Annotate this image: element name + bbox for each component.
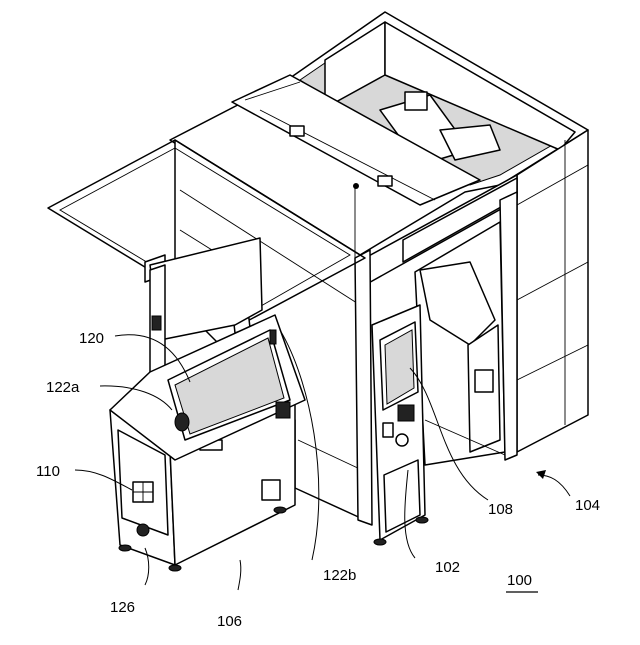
label-122b: 122b [323,567,356,584]
label-126: 126 [110,599,135,616]
kiosk-grille [276,402,290,418]
leader-106 [238,560,241,590]
console-button [396,434,408,446]
partition-vent [152,316,161,330]
booth-right-side [517,130,588,452]
label-102: 102 [435,559,460,576]
ceiling-clip-2 [378,176,392,186]
label-120: 120 [79,330,104,347]
kiosk-camera [175,413,189,431]
label-108: 108 [488,501,513,518]
label-106: 106 [217,613,242,630]
front-console-102 [372,305,428,545]
label-104: 104 [575,497,600,514]
kiosk-front-panel [262,480,280,500]
inner-vent [475,370,493,392]
kiosk-speaker-126 [137,524,149,536]
pen-holder [270,330,276,344]
label-100: 100 [507,572,532,589]
label-110: 110 [36,463,60,480]
ceiling-clip-1 [290,126,304,136]
edit-kiosk-106 [110,315,305,571]
bill-acceptor [398,405,414,421]
coin-slot [383,423,393,437]
corner-pillar [355,250,372,525]
label-122a: 122a [46,379,80,396]
rear-vent [405,92,427,110]
